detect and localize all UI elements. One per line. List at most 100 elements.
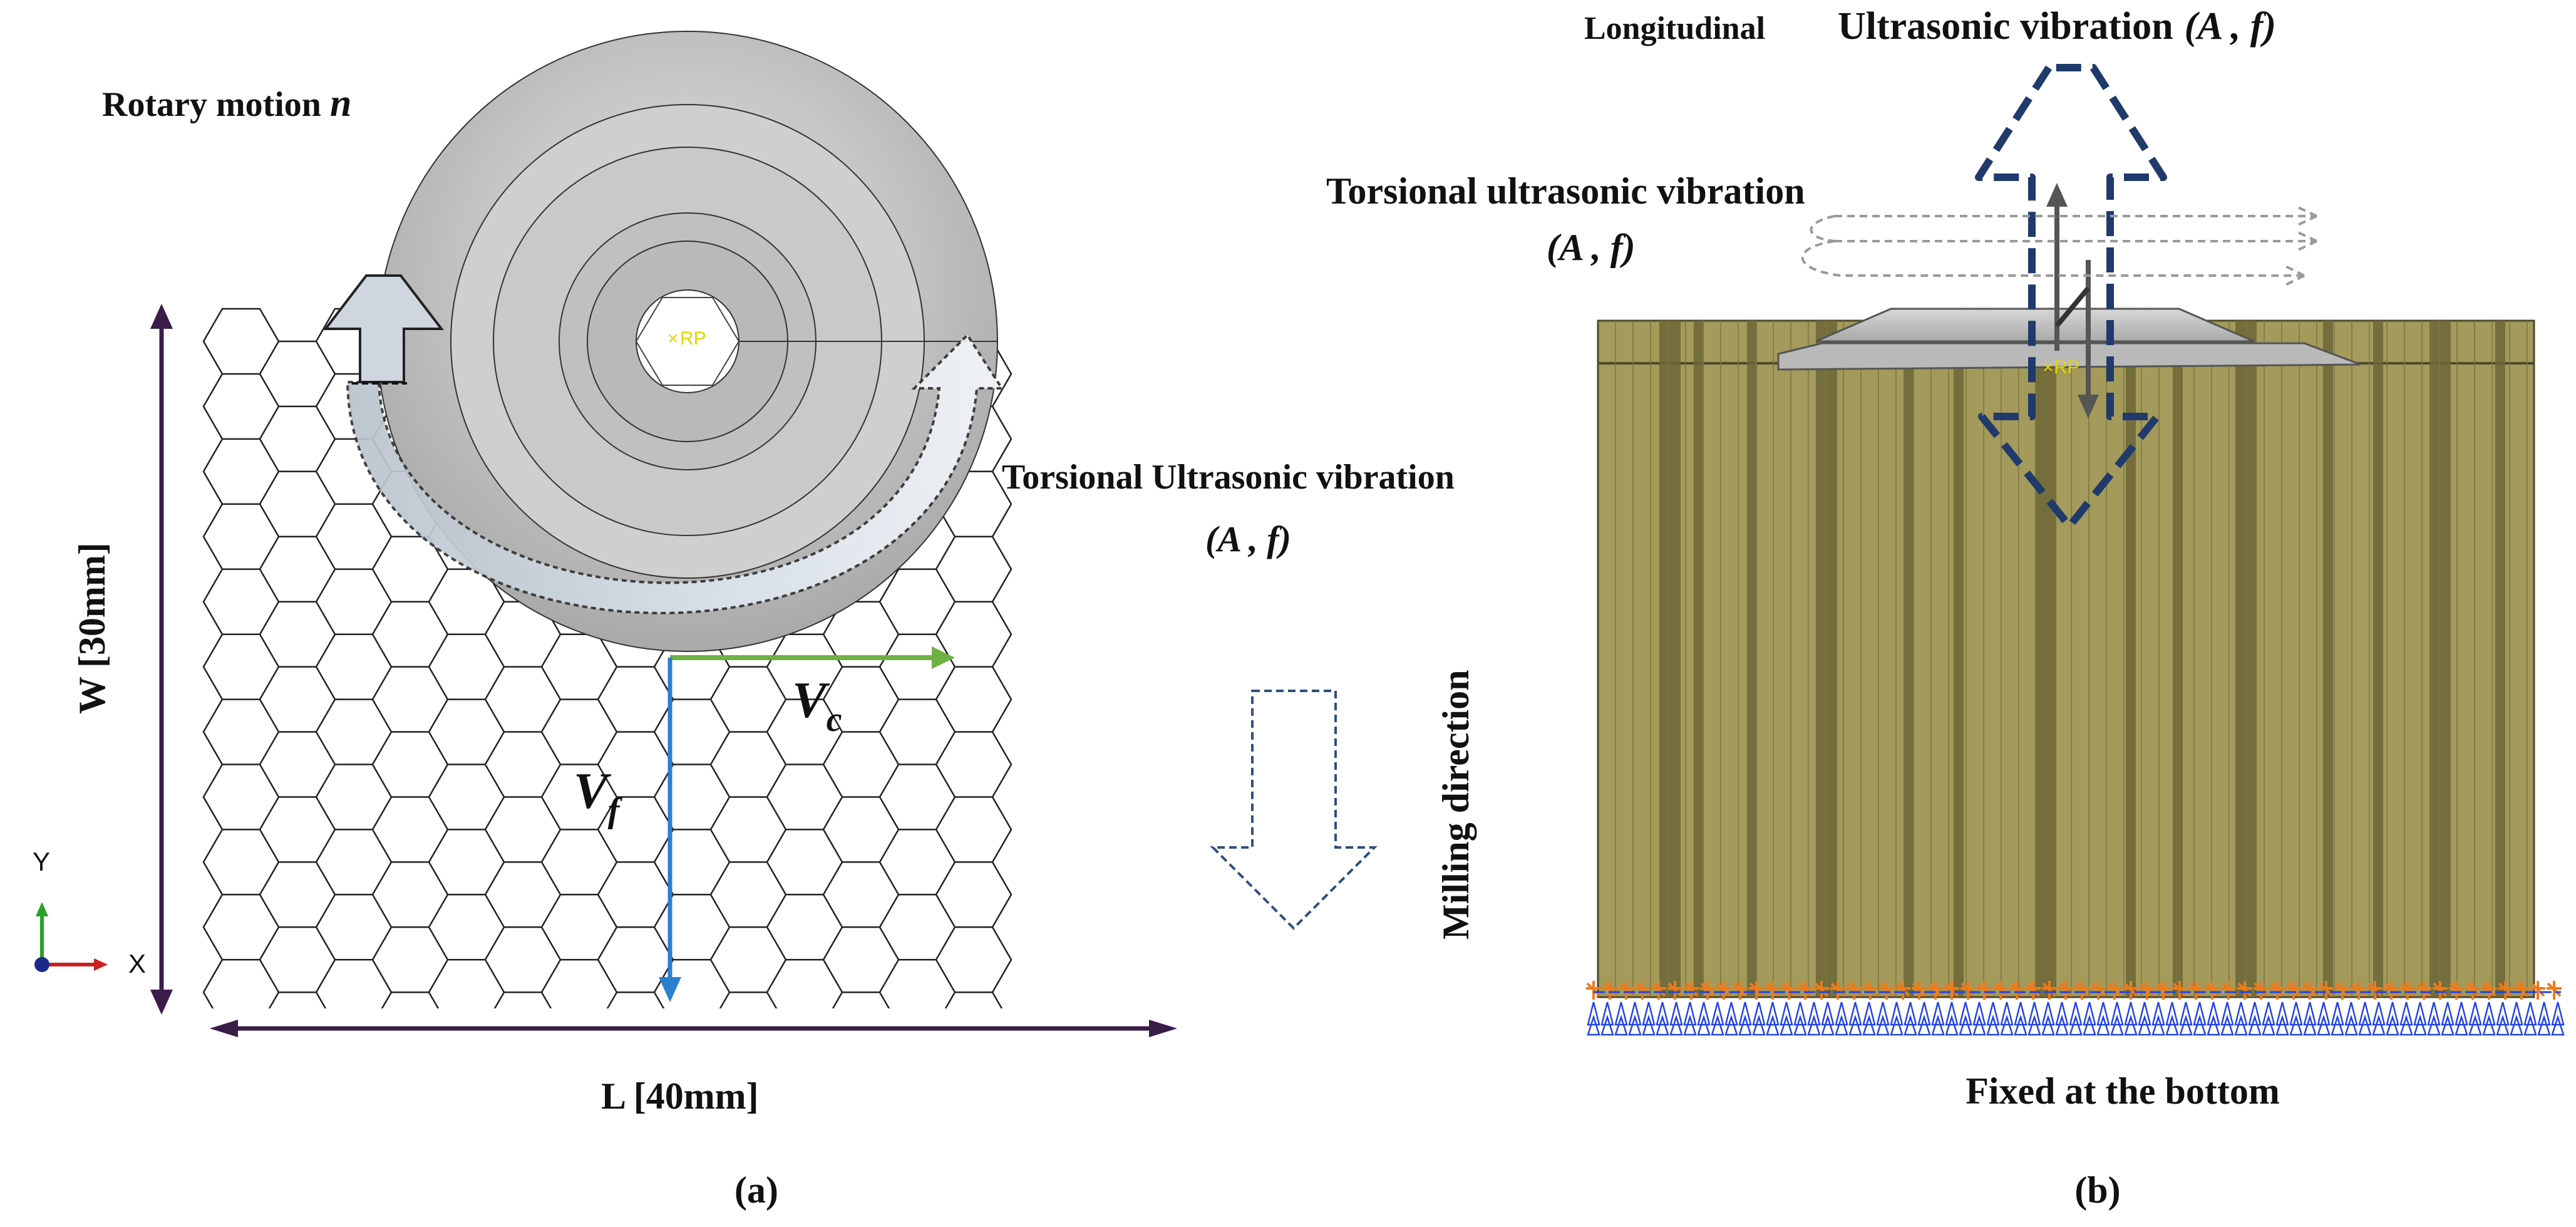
fixed-constraint-glyph — [1793, 1014, 1807, 1036]
fixed-constraint-glyph — [1752, 1014, 1766, 1036]
fiber-stripe — [2235, 321, 2257, 997]
fixed-constraint-glyph — [1807, 1002, 1821, 1026]
fixed-constraint-glyph — [1848, 1014, 1862, 1036]
fixed-constraint-glyph — [1781, 981, 1796, 1000]
fixed-constraint-glyph — [2331, 1002, 2344, 1026]
width-label: W [30mm] — [71, 542, 113, 714]
torsional-params-label-b: (A , f) — [1547, 227, 1636, 268]
fixed-constraint-glyph — [2254, 981, 2269, 1000]
fixed-at-bottom-label: Fixed at the bottom — [1965, 1070, 2280, 1112]
fixed-constraint-glyph — [2156, 981, 2171, 1000]
fixed-constraint-glyph — [2482, 1014, 2496, 1036]
fixed-constraint-glyph — [2124, 1002, 2138, 1026]
fixed-constraint-glyph — [1656, 1002, 1669, 1026]
fixed-constraint-glyph — [2537, 1002, 2551, 1026]
tool-reference-point-label: RP — [680, 328, 706, 349]
fixed-constraint-glyph — [2386, 1014, 2399, 1036]
fixed-constraint-glyph — [2303, 1002, 2317, 1026]
fixed-constraint-glyph — [1711, 1002, 1724, 1026]
fixed-constraint-glyph — [2317, 1002, 2331, 1026]
fiber-stripe — [2035, 321, 2056, 997]
fixed-constraint-glyph — [2069, 1014, 2083, 1036]
fixed-constraint-glyph — [2498, 981, 2513, 1000]
fiber-stripe — [2323, 321, 2333, 997]
fiber-stripe — [1694, 321, 1704, 997]
fixed-constraint-glyph — [1890, 1014, 1904, 1036]
fixed-constraint-glyph — [1635, 981, 1650, 1000]
fixed-constraint-glyph — [1700, 981, 1715, 1000]
fixed-constraint-glyph — [2496, 1014, 2510, 1036]
fixed-constraint-glyph — [2433, 981, 2448, 1000]
fixed-constraint-glyph — [2055, 1014, 2069, 1036]
fixed-constraint-glyph — [2069, 1002, 2083, 1026]
fixed-constraint-glyph — [1766, 1014, 1780, 1036]
fiber-stripe — [2126, 321, 2136, 997]
fixed-constraint-glyph — [2317, 1014, 2331, 1036]
torsional-params-label: (A , f) — [1205, 519, 1291, 559]
fixed-constraint-glyph — [1669, 1014, 1683, 1036]
fixed-constraint-glyph — [1912, 981, 1927, 1000]
fixed-constraint-glyph — [2358, 1014, 2372, 1036]
fiber-stripe — [1904, 321, 1914, 997]
fixed-constraint-glyph — [1724, 1002, 1738, 1026]
fixed-constraint-glyph — [1614, 1014, 1628, 1036]
fixed-constraint-glyph — [2303, 1014, 2317, 1036]
fixed-constraint-glyph — [1904, 1002, 1917, 1026]
fixed-constraint-glyph — [2083, 1002, 2096, 1026]
fixed-constraint-glyph — [2523, 1002, 2537, 1026]
fixed-constraint-glyph — [1863, 981, 1878, 1000]
length-label: L [40mm] — [601, 1075, 759, 1117]
fixed-constraint-glyph — [1814, 981, 1829, 1000]
fixed-constraint-glyph — [1586, 981, 1601, 1000]
fixed-constraint-glyph — [2547, 981, 2562, 1000]
fixed-constraint-glyph — [1917, 1002, 1931, 1026]
ultrasonic-vibration-label: Ultrasonic vibration(A , f) — [1838, 5, 2276, 48]
fixed-constraint-glyph — [1931, 1014, 1945, 1036]
fixed-constraint-glyph — [2172, 981, 2187, 1000]
fixed-constraint-glyph — [1738, 1014, 1752, 1036]
fixed-constraint-glyph — [1628, 1002, 1642, 1026]
fixed-constraint-glyph — [1600, 1002, 1614, 1026]
fixed-constraint-glyph — [1830, 981, 1845, 1000]
fixed-constraint-glyph — [1821, 1002, 1835, 1026]
fixed-constraint-glyph — [1798, 981, 1813, 1000]
fixed-constraint-glyph — [1960, 981, 1976, 1000]
fixed-constraint-glyph — [2530, 981, 2545, 1000]
fixed-constraint-glyph — [1619, 981, 1634, 1000]
svg-text:×: × — [2043, 357, 2054, 378]
fixed-constraint-glyph — [2351, 981, 2366, 1000]
fixed-constraint-glyph — [2551, 1014, 2565, 1036]
fixed-constraint-glyph — [2441, 1002, 2455, 1026]
milling-direction-arrow — [1210, 690, 1378, 930]
fiber-workpiece — [1597, 319, 2535, 998]
fixed-constraint-glyph — [1972, 1002, 1986, 1026]
fixed-constraint-glyph — [1711, 1014, 1724, 1036]
fixed-constraint-glyph — [2009, 981, 2024, 1000]
fixed-constraint-glyph — [2138, 1002, 2151, 1026]
fixed-constraint-glyph — [1993, 981, 2008, 1000]
fixed-constraint-glyph — [1848, 1002, 1862, 1026]
fixed-constraint-glyph — [1716, 981, 1731, 1000]
fixed-constraint-glyph — [2455, 1014, 2468, 1036]
fixed-constraint-glyph — [1587, 1014, 1600, 1036]
milling-direction-label: Milling direction — [1435, 670, 1476, 940]
fixed-constraint-glyph — [2110, 1014, 2124, 1036]
panel-b: RP × Longitudinal Ultrasonic vibra — [1326, 5, 2565, 1211]
fixed-constraint-glyph — [1766, 1002, 1780, 1026]
fixed-constraint-glyph — [1904, 1014, 1917, 1036]
fixed-constraint-glyph — [2234, 1014, 2248, 1036]
caption-b: (b) — [2074, 1169, 2120, 1211]
vc-label: Vc — [792, 671, 842, 739]
torsional-vibration-label-b: Torsional ultrasonic vibration — [1326, 170, 1805, 212]
fixed-constraint-glyph — [1733, 981, 1748, 1000]
fixed-constraint-glyph — [1683, 1002, 1697, 1026]
torsional-vibration-arrows — [1801, 205, 2317, 286]
fixed-constraint-glyph — [1628, 1014, 1642, 1036]
fiber-stripe — [1659, 321, 1681, 997]
fixed-constraint-glyph — [2000, 1014, 2014, 1036]
fixed-constraint-glyph — [1977, 981, 1992, 1000]
fixed-constraint-glyph — [2207, 1014, 2220, 1036]
fixed-constraint-glyph — [2027, 1002, 2041, 1026]
fixed-constraint-glyph — [2014, 1002, 2027, 1026]
fixed-constraint-glyph — [1879, 981, 1894, 1000]
